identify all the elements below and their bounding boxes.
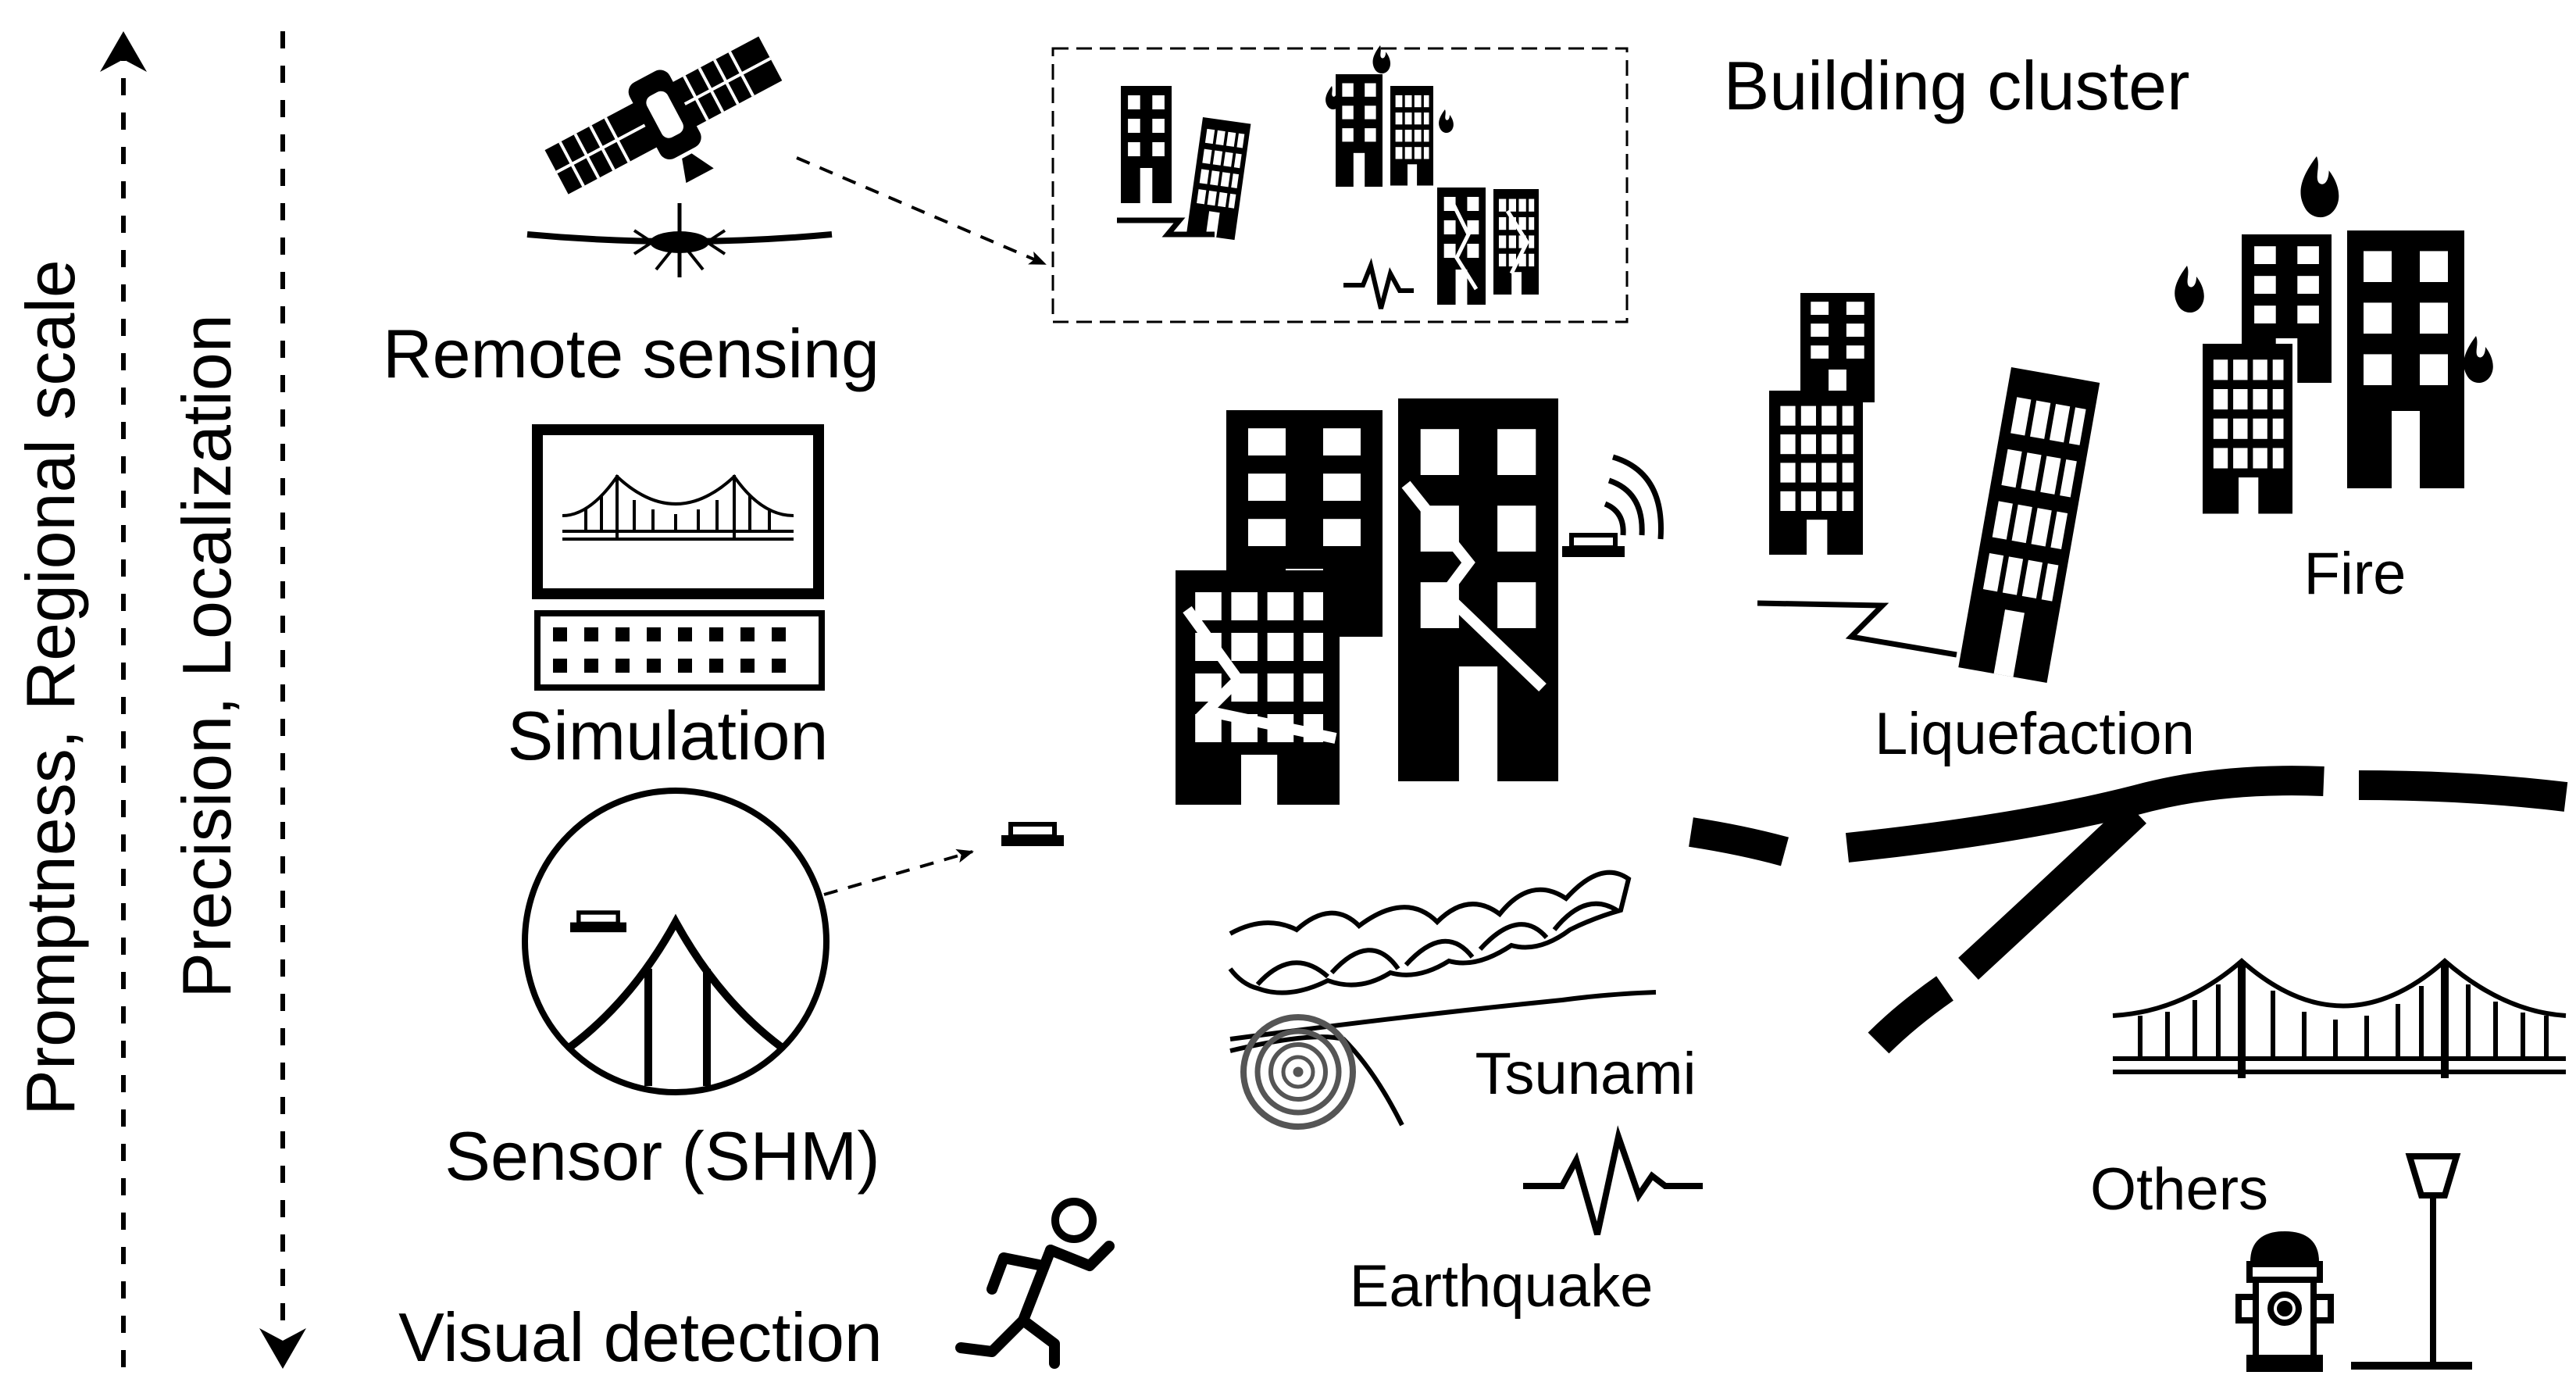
signal-icon [1604,454,1664,540]
liquefaction-label: Liquefaction [1875,701,2195,767]
building-cluster-label: Building cluster [1724,47,2190,124]
tsunami-label: Tsunami [1475,1041,1697,1107]
satellite-icon [544,36,783,195]
liquefaction-icon [1757,293,2100,684]
outer-axis-label: Promptness, Regional scale [12,259,89,1116]
seismic-wave-icon [1523,1125,1703,1236]
building-cluster-box [1051,47,1629,323]
sensor-label: Sensor (SHM) [444,1117,879,1195]
remote-sensing-arrow [796,156,1047,266]
sensor-icon [1001,824,1064,846]
running-person-icon [955,1198,1115,1369]
down-arrow-icon [259,1328,306,1369]
sensor-arrow [823,848,974,896]
fire-label: Fire [2304,541,2407,607]
computer-icon [532,424,825,691]
fire-hydrant-icon [2235,1231,2334,1372]
epicenter-icon [1240,1014,1356,1130]
road-icon [1689,766,2568,1054]
inner-axis-label: Precision, Localization [168,314,245,998]
bridge-icon [562,473,794,541]
outer-axis [100,31,147,1367]
drone-icon [526,203,833,277]
simulation-label: Simulation [508,697,829,774]
damaged-buildings-icon [1176,398,1664,805]
earthquake-label: Earthquake [1350,1253,1654,1320]
fire-icon [2175,156,2493,514]
inner-axis [259,31,306,1369]
up-arrow-icon [100,31,147,72]
others-label: Others [2090,1156,2268,1223]
building-cluster-icons [1117,45,1539,309]
visual-detection-label: Visual detection [398,1298,883,1376]
street-lamp-icon [2351,1153,2472,1370]
remote-sensing-label: Remote sensing [383,315,879,392]
flame-icon [2300,156,2339,218]
bridge-icon [2112,958,2567,1078]
sensor-lens-icon [522,788,830,1095]
